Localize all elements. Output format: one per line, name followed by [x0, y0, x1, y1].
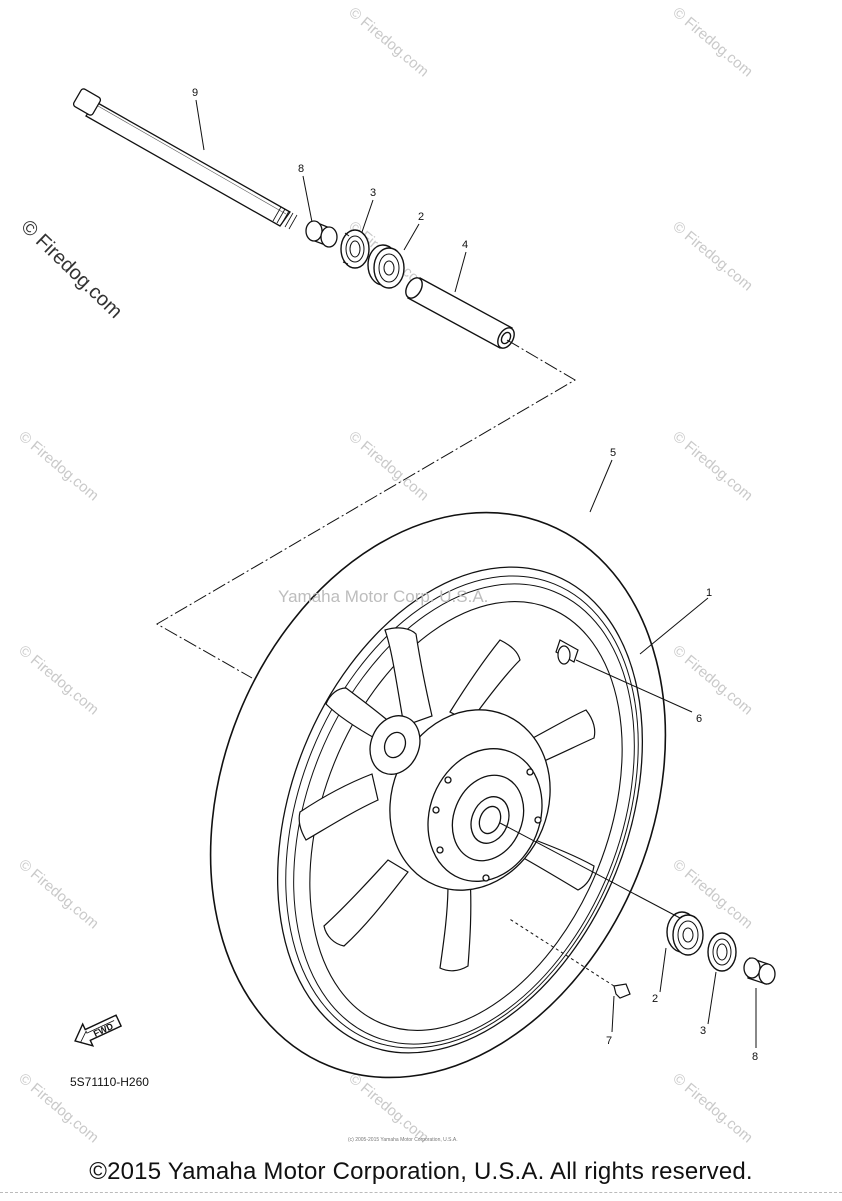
watermark: © Firedog.com [669, 428, 755, 504]
tiny-copyright: (c) 2005-2015 Yamaha Motor Corporation, … [348, 1137, 458, 1143]
watermark: © Firedog.com [669, 642, 755, 718]
watermark: © Firedog.com [15, 428, 101, 504]
callout-8: 8 [298, 163, 304, 175]
collar [305, 220, 338, 248]
bottom-strip [0, 1192, 842, 1201]
valve-stem [555, 639, 579, 665]
balance-weight [613, 983, 631, 999]
watermark: © Firedog.com [15, 856, 101, 932]
watermark: © Firedog.com [345, 4, 431, 80]
bearing [367, 244, 405, 289]
collar-lower [743, 957, 776, 985]
oil-seal-lower [707, 932, 737, 972]
watermark: © Firedog.com [669, 4, 755, 80]
watermark: © Firedog.com [17, 216, 127, 323]
watermark: © Firedog.com [669, 1070, 755, 1146]
callout-3-lower: 3 [700, 1025, 706, 1037]
callout-7: 7 [606, 1035, 612, 1047]
watermark: © Firedog.com [15, 642, 101, 718]
fwd-arrow: FWD [74, 1014, 123, 1047]
callout-1: 1 [706, 587, 712, 599]
leader-lines [195, 99, 757, 1048]
callout-4: 4 [462, 239, 468, 251]
hub [369, 709, 551, 891]
assembly-line [155, 339, 576, 679]
bearing-lower [666, 911, 704, 956]
footer-copyright: ©2015 Yamaha Motor Corporation, U.S.A. A… [89, 1158, 753, 1185]
spacer [405, 277, 515, 349]
callout-2-lower: 2 [652, 993, 658, 1005]
callout-5: 5 [610, 447, 616, 459]
oil-seal [340, 229, 370, 269]
callout-9: 9 [192, 87, 198, 99]
watermark: © Firedog.com [345, 1070, 431, 1146]
wheel [209, 511, 667, 1079]
callout-8-lower: 8 [752, 1051, 758, 1063]
callout-3: 3 [370, 187, 376, 199]
center-watermark: Yamaha Motor Corp. U.S.A. [278, 587, 488, 606]
axle [72, 88, 298, 230]
watermark: © Firedog.com [345, 428, 431, 504]
callout-2: 2 [418, 211, 424, 223]
callouts: 9 8 3 2 4 5 1 6 2 3 7 8 [192, 87, 758, 1063]
part-number: 5S71110-H260 [70, 1075, 149, 1089]
callout-6: 6 [696, 713, 702, 725]
spokes [298, 627, 596, 972]
watermark: © Firedog.com [669, 218, 755, 294]
